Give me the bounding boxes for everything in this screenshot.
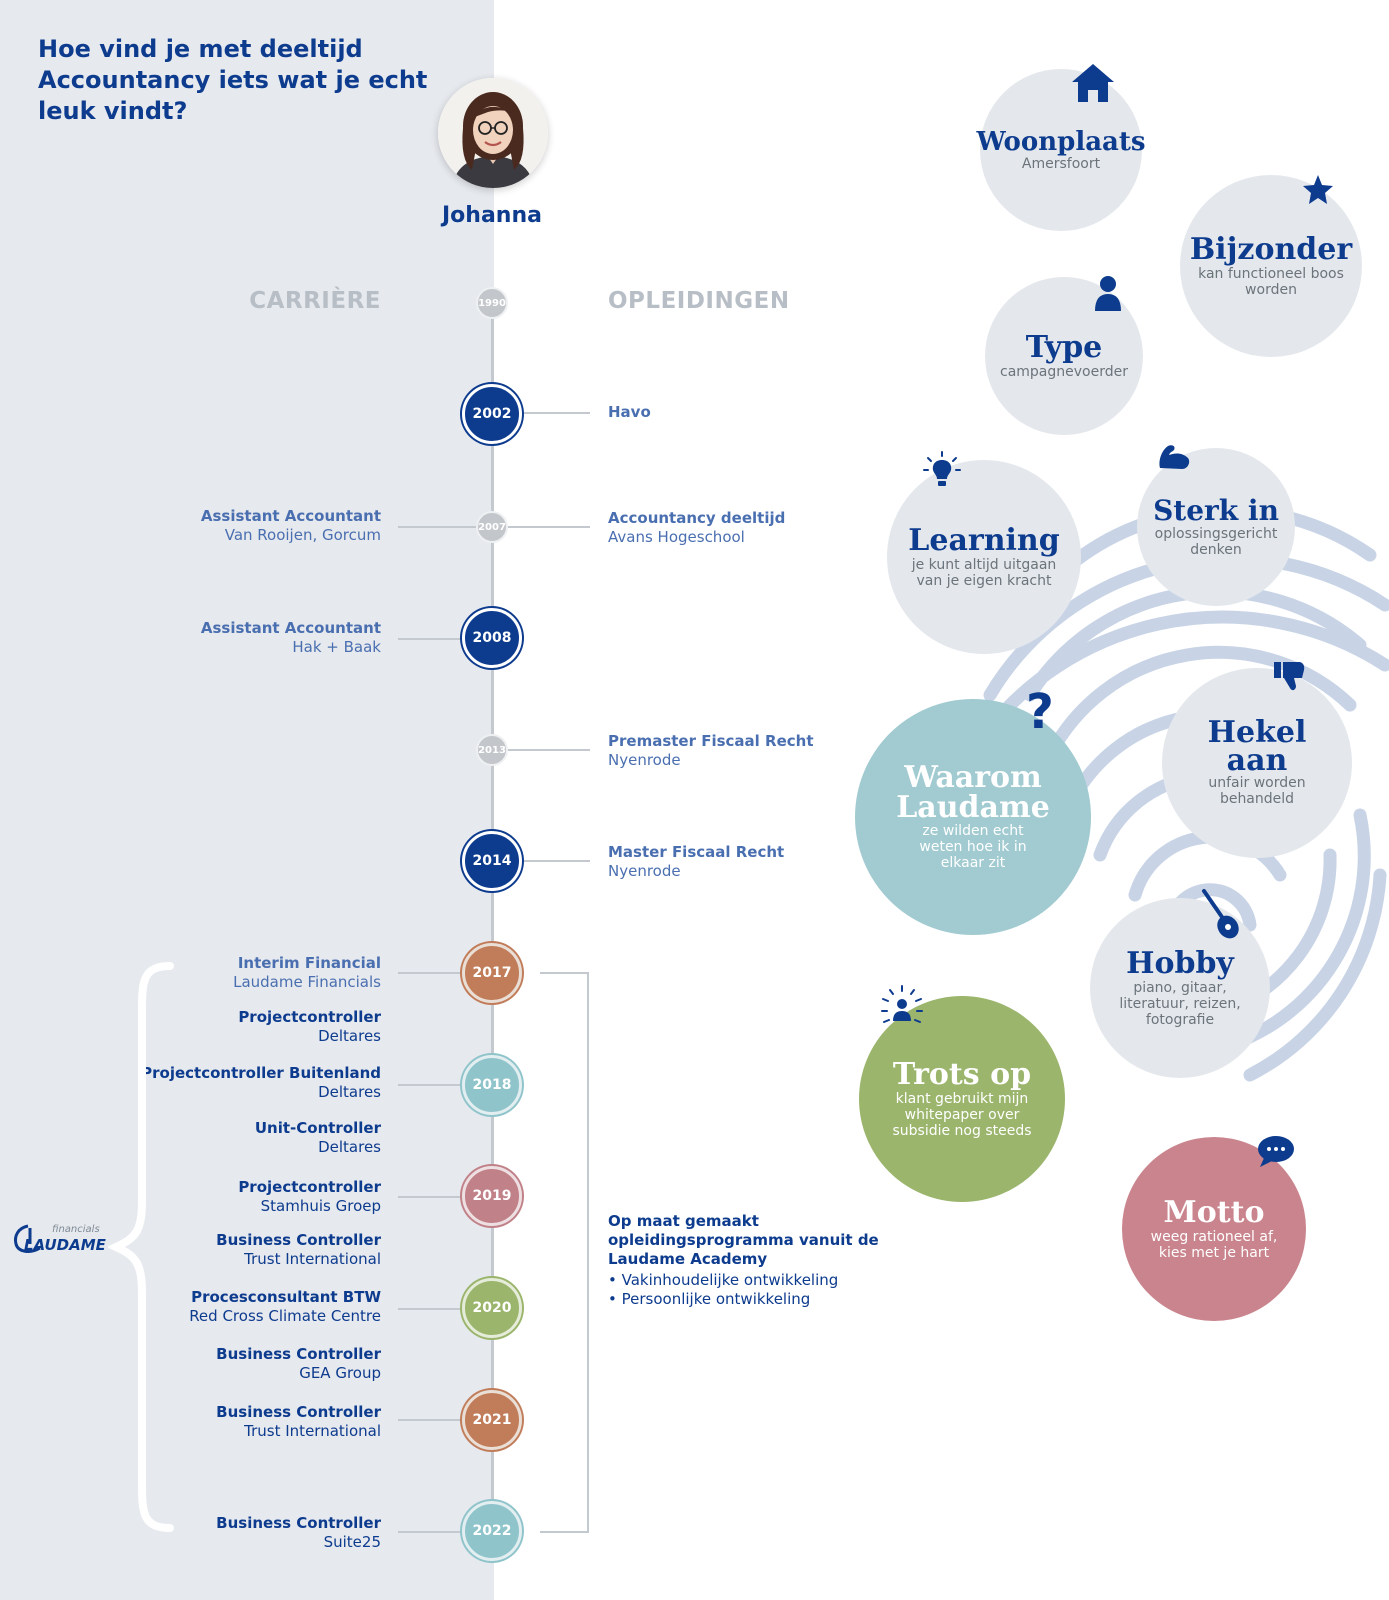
speech-bubble-icon <box>1258 1136 1294 1167</box>
career-entry: Assistant Accountant Hak + Baak <box>200 619 381 656</box>
connector-2014-right <box>522 860 590 862</box>
career-entry: Business Controller Trust International <box>216 1403 381 1440</box>
year-node-2021: 2021 <box>462 1390 522 1450</box>
person-name: Johanna <box>442 203 542 228</box>
year-node-2007: 2007 <box>476 511 508 543</box>
career-entry: Business Controller Suite25 <box>216 1514 381 1551</box>
page-title: Hoe vind je met deeltijd Accountancy iet… <box>38 35 428 125</box>
career-entry: Projectcontroller Stamhuis Groep <box>238 1178 381 1215</box>
career-brace <box>108 962 174 1532</box>
question-mark-icon: ? <box>1026 684 1054 740</box>
logo-small-text: financials <box>52 1224 100 1235</box>
career-entry: Assistant Accountant Van Rooijen, Gorcum <box>200 507 381 544</box>
star-icon <box>1303 175 1333 204</box>
timeline-axis <box>491 300 494 1530</box>
year-node-2014: 2014 <box>462 831 522 891</box>
left-panel <box>0 0 494 1600</box>
house-icon <box>1072 64 1114 102</box>
profile-motto: Motto weeg rationeel af, kies met je har… <box>1122 1137 1306 1321</box>
program-bullet: Persoonlijke ontwikkeling <box>608 1290 948 1309</box>
connector-2022-left <box>398 1531 462 1533</box>
education-entry: Master Fiscaal Recht Nyenrode <box>608 843 785 880</box>
bracket-bottom <box>540 1531 589 1533</box>
year-node-2022: 2022 <box>462 1501 522 1561</box>
laudame-logo-mark <box>14 1224 41 1253</box>
year-node-2018: 2018 <box>462 1055 522 1115</box>
year-node-2008: 2008 <box>462 608 522 668</box>
profile-waarom-laudame: Waarom Laudame ze wilden echt weten hoe … <box>855 699 1091 935</box>
career-entry: Projectcontroller Buitenland Deltares <box>141 1064 381 1101</box>
education-program: Op maat gemaakt opleidingsprogramma vanu… <box>608 1212 948 1309</box>
connector-2019-left <box>398 1196 462 1198</box>
profile-hekel-aan: Hekel aan unfair worden behandeld <box>1162 668 1352 858</box>
connector-2013-right <box>508 749 590 751</box>
thumbs-down-icon <box>1274 662 1305 691</box>
logo-brand-text: LAUDAME <box>24 1236 106 1254</box>
person-icon <box>1095 276 1121 311</box>
portrait-illustration <box>438 78 548 188</box>
education-entry: Accountancy deeltijd Avans Hogeschool <box>608 509 786 546</box>
laudame-logo: financials LAUDAME <box>10 1222 110 1258</box>
year-node-2019: 2019 <box>462 1166 522 1226</box>
spotlight-person-icon <box>881 985 923 1023</box>
year-node-2013: 2013 <box>476 734 508 766</box>
career-entry: Business Controller Trust International <box>216 1231 381 1268</box>
connector-2002-right <box>508 412 590 414</box>
connector-2008-left <box>398 638 462 640</box>
connector-2018-left <box>398 1084 462 1086</box>
career-entry: Business Controller GEA Group <box>216 1345 381 1382</box>
connector-2021-left <box>398 1419 462 1421</box>
career-column-heading: CARRIÈRE <box>249 288 381 314</box>
connector-2007-right <box>508 526 590 528</box>
connector-2017-left <box>398 972 462 974</box>
profile-bijzonder: Bijzonder kan functioneel boos worden <box>1180 175 1362 357</box>
bracket-top <box>540 972 589 974</box>
career-entry: Projectcontroller Deltares <box>238 1008 381 1045</box>
year-node-2017: 2017 <box>462 943 522 1003</box>
muscle-icon <box>1159 445 1190 469</box>
year-node-2002: 2002 <box>462 384 522 444</box>
year-node-2020: 2020 <box>462 1278 522 1338</box>
education-column-heading: OPLEIDINGEN <box>608 288 790 314</box>
career-entry: Interim Financial Laudame Financials <box>233 954 381 991</box>
profile-hobby: Hobby piano, gitaar, literatuur, reizen,… <box>1090 898 1270 1078</box>
career-entry: Unit-Controller Deltares <box>254 1119 381 1156</box>
connector-2020-left <box>398 1308 462 1310</box>
year-node-1990: 1990 <box>476 287 508 319</box>
education-entry: Havo <box>608 403 651 421</box>
education-bracket <box>587 972 589 1532</box>
lightbulb-icon <box>923 451 961 486</box>
profile-woonplaats: Woonplaats Amersfoort <box>976 69 1146 231</box>
connector-2007-left <box>398 526 478 528</box>
profile-sterk-in: Sterk in oplossingsgericht denken <box>1137 448 1295 606</box>
profile-learning: Learning je kunt altijd uitgaan van je e… <box>887 460 1081 654</box>
education-entry: Premaster Fiscaal Recht Nyenrode <box>608 732 814 769</box>
program-bullet: Vakinhoudelijke ontwikkeling <box>608 1271 948 1290</box>
profile-trots-op: Trots op klant gebruikt mijn whitepaper … <box>859 996 1065 1202</box>
avatar <box>438 78 548 188</box>
guitar-icon <box>1202 889 1239 939</box>
career-entry: Procesconsultant BTW Red Cross Climate C… <box>189 1288 381 1325</box>
